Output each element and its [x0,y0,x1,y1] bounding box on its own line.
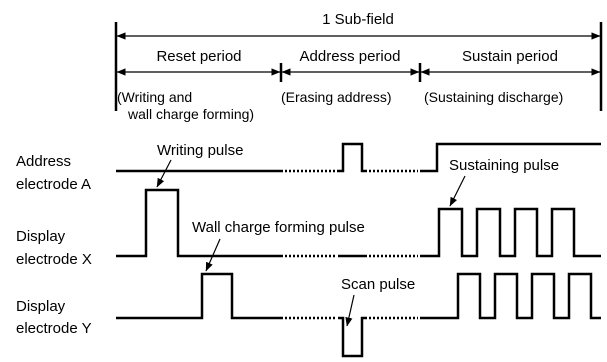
address-period-note: (Erasing address) [281,89,392,105]
wall-charge-pulse-label: Wall charge forming pulse [192,219,365,236]
waveform-a-sustain-level [420,142,601,173]
sustain-period-label: Sustain period [462,48,558,65]
signal-a-label-line2: electrode A [16,176,91,193]
scan-pulse-label: Scan pulse [341,276,415,293]
period-spans: Reset period Address period Sustain peri… [116,48,601,122]
waveform-y-sustain-pulses [420,272,601,320]
waveform-address-electrode-a [116,142,601,173]
writing-pulse-pointer [156,159,172,188]
scan-pulse-pointer [345,294,355,327]
waveform-a-address-pulse [338,142,367,173]
subfield-span: 1 Sub-field [114,11,603,111]
signal-labels: Address electrode A Display electrode X … [16,153,92,337]
signal-x-label-line2: electrode X [16,251,92,268]
waveform-x-sustain-pulses [420,207,601,258]
reset-period-label: Reset period [156,48,241,65]
waveform-display-electrode-y [116,272,601,358]
signal-a-label-line1: Address [16,153,71,170]
reset-period-note-line2: wall charge forming) [127,106,254,122]
waveform-display-electrode-x [116,188,601,258]
signal-y-label-line2: electrode Y [16,320,92,337]
sustain-period-note: (Sustaining discharge) [424,89,563,105]
waveform-y-scan-pulse [338,316,367,358]
sustaining-pulse-label: Sustaining pulse [449,157,559,174]
pulse-callouts: Writing pulse Wall charge forming pulse … [156,142,559,327]
signal-x-label-line1: Display [16,228,66,245]
address-period-label: Address period [300,48,401,65]
writing-pulse-label: Writing pulse [157,142,243,159]
reset-period-note-line1: (Writing and [117,89,192,105]
waveform-y-wall-charge-pulse [116,272,283,320]
waveform-x-writing-pulse [116,188,283,258]
sustaining-pulse-pointer [449,175,466,207]
wall-charge-pulse-pointer [205,238,221,272]
subfield-label: 1 Sub-field [322,11,394,28]
signal-y-label-line1: Display [16,298,66,315]
